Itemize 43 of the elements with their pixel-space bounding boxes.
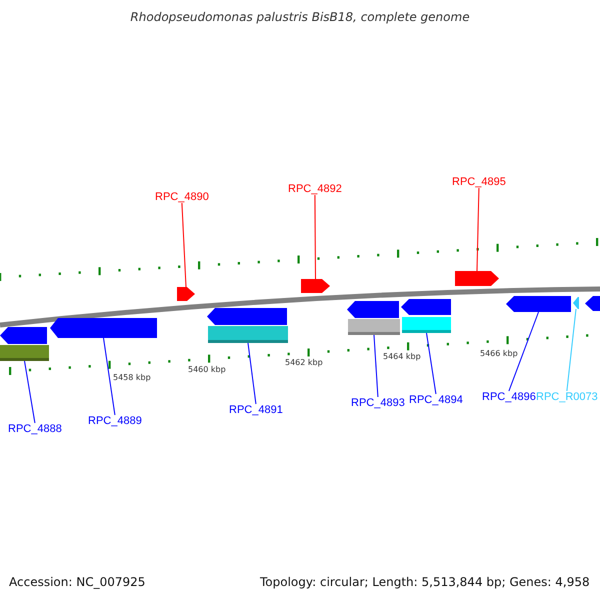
leader-line	[181, 202, 186, 288]
gene-feature	[348, 319, 400, 335]
gene-feature	[401, 299, 451, 315]
gene-feature	[0, 327, 47, 344]
gene-label: RPC_4890	[155, 191, 209, 203]
leader-line	[24, 360, 36, 424]
accession-text: Accession: NC_007925	[9, 575, 146, 589]
gene-feature	[50, 318, 157, 338]
gene-feature	[347, 301, 399, 318]
scale-label: 5462 kbp	[285, 358, 323, 367]
gene-label: RPC_4891	[229, 404, 283, 416]
gene-feature	[455, 271, 499, 286]
gene-label: RPC_R0073	[536, 391, 598, 403]
leader-line	[508, 312, 539, 392]
gene-feature	[301, 279, 330, 293]
genome-stats-text: Topology: circular; Length: 5,513,844 bp; Genes: 4,958	[260, 575, 590, 589]
leader-line	[426, 332, 436, 394]
gene-label: RPC_4894	[409, 394, 463, 406]
gene-label: RPC_4888	[8, 423, 62, 435]
gene-label: RPC_4892	[288, 183, 342, 195]
scale-label: 5464 kbp	[383, 352, 421, 361]
genome-title: Rhodopseudomonas palustris BisB18, complete genome	[129, 10, 471, 24]
gene-feature	[207, 308, 287, 325]
gene-label: RPC_4893	[351, 397, 405, 409]
leader-line	[476, 188, 480, 272]
leader-line	[248, 342, 256, 404]
gene-feature	[585, 296, 600, 311]
gene-feature	[208, 326, 288, 343]
scale-label: 5460 kbp	[188, 365, 226, 374]
scale-label: 5466 kbp	[480, 349, 518, 358]
scale-label: 5458 kbp	[113, 373, 151, 382]
gene-label: RPC_4896	[482, 391, 536, 403]
gene-feature	[402, 317, 451, 333]
leader-line	[566, 308, 576, 392]
gene-feature	[177, 287, 195, 301]
gene-feature	[0, 345, 49, 361]
leader-line	[374, 334, 378, 398]
gene-feature	[506, 296, 571, 312]
gene-feature	[573, 297, 579, 309]
leader-line	[314, 194, 316, 280]
gene-label: RPC_4889	[88, 415, 142, 427]
leader-line	[103, 338, 116, 416]
gene-label: RPC_4895	[452, 176, 506, 188]
